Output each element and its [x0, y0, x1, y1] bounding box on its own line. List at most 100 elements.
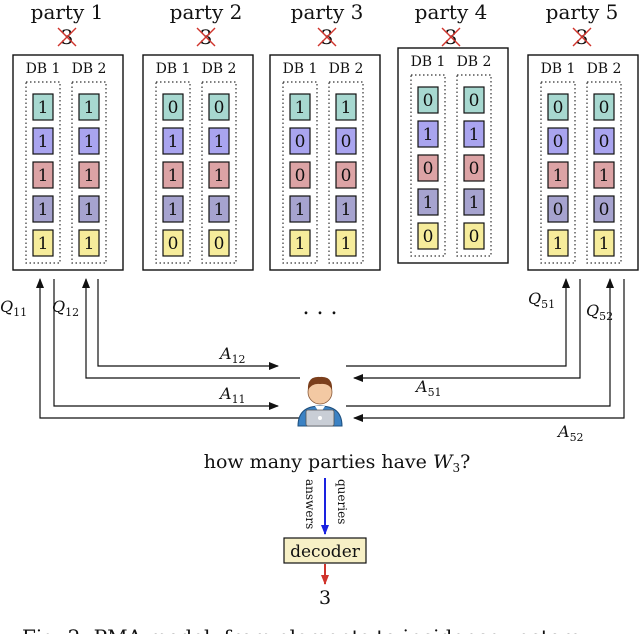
db-frame [282, 81, 318, 264]
bit-cell [208, 161, 230, 189]
bit-value: 0 [341, 132, 352, 152]
bit-cell [78, 229, 100, 257]
a12-answer-line [97, 279, 279, 370]
bit-value: 0 [295, 166, 306, 186]
bit-value: 1 [84, 166, 95, 186]
db-frame [201, 81, 237, 264]
question-text: how many parties have W3? [204, 451, 471, 475]
db-label: DB 2 [202, 61, 237, 77]
bit-cell [289, 161, 311, 189]
bit-cell [162, 127, 184, 155]
bit-cell [593, 229, 615, 257]
party-label: party 2 [170, 0, 243, 24]
cross-mark-icon [57, 27, 77, 47]
db-frame [586, 81, 622, 264]
party-box [142, 54, 254, 271]
party-box [12, 54, 124, 271]
bit-value: 0 [423, 159, 434, 179]
cross-mark-icon [441, 27, 461, 47]
bit-value: 1 [84, 200, 95, 220]
bit-cell [593, 195, 615, 223]
a11-answer-line [53, 279, 279, 410]
bit-cell [463, 154, 485, 182]
db-label: DB 2 [329, 61, 364, 77]
party-box [269, 54, 381, 271]
q11-label: Q11 [0, 297, 27, 319]
bit-value: 1 [341, 98, 352, 118]
bit-cell [547, 195, 569, 223]
bit-value: 1 [38, 166, 49, 186]
bit-value: 0 [469, 227, 480, 247]
bit-value: 0 [599, 132, 610, 152]
bit-value: 1 [469, 193, 480, 213]
bit-value: 1 [599, 234, 610, 254]
bit-cell [417, 120, 439, 148]
a11-label: A11 [218, 384, 246, 406]
bit-cell [162, 93, 184, 121]
bit-value: 1 [553, 234, 564, 254]
bit-cell [32, 229, 54, 257]
bit-cell [208, 195, 230, 223]
q12-query-line [82, 278, 300, 379]
bit-value: 0 [423, 227, 434, 247]
bit-cell [32, 195, 54, 223]
db-frame [540, 81, 576, 264]
bit-cell [78, 161, 100, 189]
bit-value: 1 [38, 132, 49, 152]
bit-value: 0 [553, 132, 564, 152]
db-label: DB 2 [587, 61, 622, 77]
bit-cell [593, 161, 615, 189]
bit-cell [463, 222, 485, 250]
bit-value: 1 [84, 234, 95, 254]
decoder-box [283, 537, 367, 564]
bit-cell [547, 127, 569, 155]
q12-label: Q12 [52, 297, 79, 319]
bit-cell [78, 93, 100, 121]
bit-cell [78, 127, 100, 155]
bit-value: 1 [469, 125, 480, 145]
bit-cell [32, 127, 54, 155]
bit-cell [417, 222, 439, 250]
bit-value: 0 [341, 166, 352, 186]
bit-cell [335, 195, 357, 223]
bit-value: 1 [214, 200, 225, 220]
figure-caption: Fig. 2: PMA model: from elements to inci… [22, 625, 581, 634]
a51-label: A51 [414, 377, 442, 399]
bit-value: 1 [423, 193, 434, 213]
bit-cell [162, 195, 184, 223]
bit-cell [547, 229, 569, 257]
db-label: DB 1 [411, 54, 446, 70]
party-box [397, 47, 509, 264]
q11-query-line [36, 278, 300, 419]
db-label: DB 1 [156, 61, 191, 77]
db-label: DB 1 [283, 61, 318, 77]
bit-cell [289, 93, 311, 121]
bit-value: 0 [168, 234, 179, 254]
bit-cell [593, 93, 615, 121]
ellipsis: . . . [303, 295, 338, 320]
bit-value: 0 [599, 98, 610, 118]
bit-cell [335, 93, 357, 121]
decoder-label: decoder [290, 542, 361, 562]
bit-cell [335, 229, 357, 257]
bit-cell [289, 229, 311, 257]
cross-mark-icon [572, 27, 592, 47]
bit-value: 0 [553, 200, 564, 220]
db-frame [155, 81, 191, 264]
bit-cell [208, 229, 230, 257]
bit-value: 1 [168, 132, 179, 152]
bit-cell [463, 120, 485, 148]
db-label: DB 1 [26, 61, 61, 77]
bit-value: 1 [38, 234, 49, 254]
db-frame [456, 74, 492, 257]
bit-cell [417, 188, 439, 216]
bit-value: 1 [341, 234, 352, 254]
a52-label: A52 [556, 422, 584, 444]
q52-label: Q52 [586, 301, 613, 323]
bit-value: 0 [214, 98, 225, 118]
